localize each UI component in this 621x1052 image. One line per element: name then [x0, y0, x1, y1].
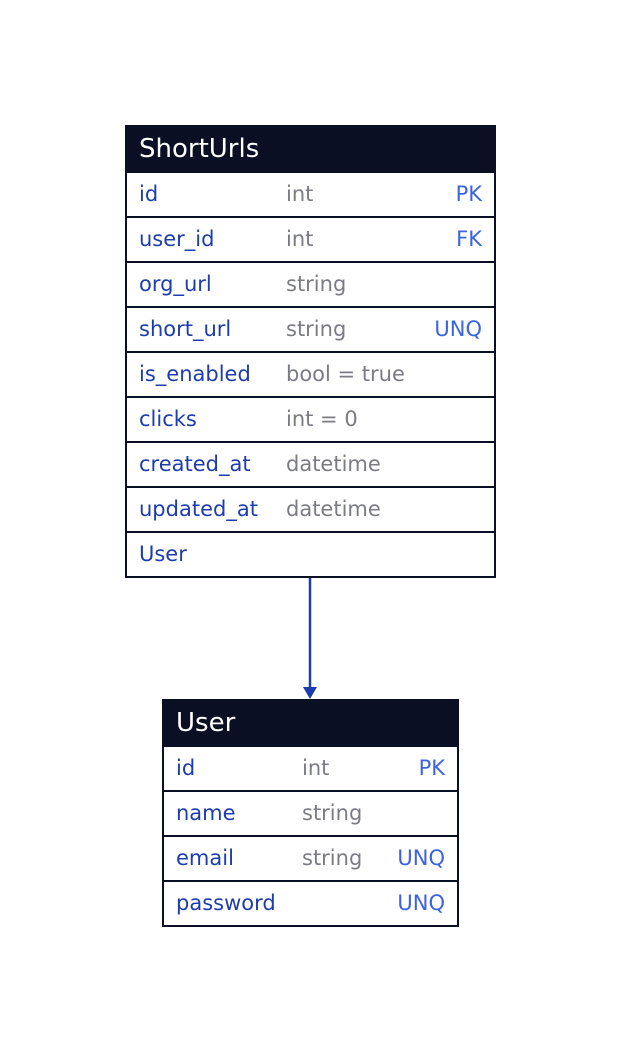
field-name: name [176, 801, 236, 825]
field-name: created_at [139, 452, 251, 476]
entity-shorturls-table[interactable]: ShortUrls id int PK user_id int FK org_u… [125, 125, 496, 578]
field-type: int [302, 756, 330, 780]
field-name: short_url [139, 317, 232, 341]
field-name: id [139, 182, 159, 206]
field-type: int [286, 227, 314, 251]
field-type: bool = true [286, 362, 405, 386]
field-name: is_enabled [139, 362, 251, 386]
field-type: string [286, 317, 347, 341]
field-row-user-id[interactable]: user_id int FK [127, 216, 494, 261]
relation-arrowhead [303, 687, 317, 699]
field-row-org-url[interactable]: org_url string [127, 261, 494, 306]
field-type: string [302, 801, 363, 825]
field-key-badge: UNQ [397, 846, 445, 870]
field-name: id [176, 756, 196, 780]
field-row-user-relation[interactable]: User [127, 531, 494, 576]
field-row-created-at[interactable]: created_at datetime [127, 441, 494, 486]
field-type: int [286, 182, 314, 206]
field-row-name[interactable]: name string [164, 790, 457, 835]
field-row-short-url[interactable]: short_url string UNQ [127, 306, 494, 351]
field-name: password [176, 891, 276, 915]
field-key-badge: FK [456, 227, 482, 251]
field-type: string [302, 846, 363, 870]
field-row-id[interactable]: id int PK [164, 745, 457, 790]
entity-user-table[interactable]: User id int PK name string email string … [162, 699, 459, 927]
field-type: int = 0 [286, 407, 358, 431]
field-name: email [176, 846, 234, 870]
field-row-clicks[interactable]: clicks int = 0 [127, 396, 494, 441]
field-row-updated-at[interactable]: updated_at datetime [127, 486, 494, 531]
field-row-email[interactable]: email string UNQ [164, 835, 457, 880]
field-type: datetime [286, 452, 381, 476]
field-key-badge: PK [455, 182, 482, 206]
field-key-badge: PK [418, 756, 445, 780]
entity-title: User [164, 701, 457, 745]
field-row-is-enabled[interactable]: is_enabled bool = true [127, 351, 494, 396]
field-name: updated_at [139, 497, 258, 521]
field-name: clicks [139, 407, 197, 431]
field-key-badge: UNQ [434, 317, 482, 341]
field-name: user_id [139, 227, 215, 251]
field-type: datetime [286, 497, 381, 521]
entity-title: ShortUrls [127, 127, 494, 171]
field-row-id[interactable]: id int PK [127, 171, 494, 216]
field-key-badge: UNQ [397, 891, 445, 915]
field-type: string [286, 272, 347, 296]
field-name: User [139, 542, 187, 566]
field-row-password[interactable]: password UNQ [164, 880, 457, 925]
field-name: org_url [139, 272, 212, 296]
